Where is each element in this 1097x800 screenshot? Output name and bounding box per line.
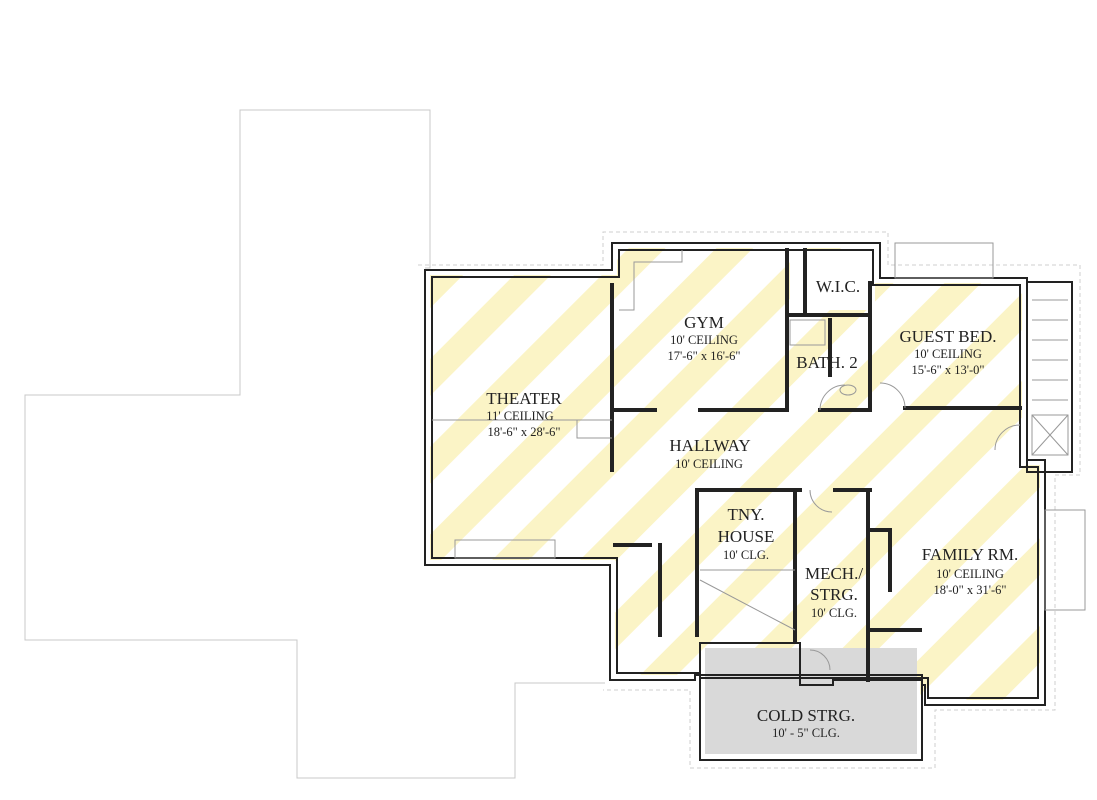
room-size: 18'-0" x 31'-6" [933, 583, 1006, 597]
room-guest-bed: GUEST BED. 10' CEILING 15'-6" x 13'-0" [900, 327, 997, 377]
exterior-wall-outer [424, 242, 1046, 706]
window-bay-right [1044, 509, 1086, 611]
interior-walls [610, 248, 1022, 682]
cold-storage-wall [699, 642, 923, 761]
room-cold-storage: COLD STRG. 10' - 5" CLG. [757, 706, 855, 740]
room-wic-name: W.I.C. [816, 277, 860, 296]
room-gym: GYM 10' CEILING 17'-6" x 16'-6" [667, 313, 740, 363]
ghost-outline [24, 109, 605, 779]
room-name: FAMILY RM. [922, 545, 1019, 564]
room-name: THEATER [486, 389, 562, 408]
room-ceiling: 10' CEILING [675, 457, 743, 471]
room-size: 17'-6" x 16'-6" [667, 349, 740, 363]
cold-storage-fill [705, 648, 917, 754]
room-stripe-fill [430, 248, 1040, 700]
room-name-2: STRG. [810, 585, 858, 604]
room-family: FAMILY RM. 10' CEILING 18'-0" x 31'-6" [922, 545, 1019, 597]
room-ceiling: 10' CEILING [914, 347, 982, 361]
room-hallway: HALLWAY 10' CEILING [669, 436, 750, 471]
room-bath2-name: BATH. 2 [796, 353, 857, 372]
room-size: 18'-6" x 28'-6" [487, 425, 560, 439]
room-ceiling: 10' CEILING [936, 567, 1004, 581]
room-name: HALLWAY [669, 436, 750, 455]
room-name-1: MECH./ [805, 564, 863, 583]
room-ceiling: 11' CEILING [486, 409, 553, 423]
room-ceiling: 10' CLG. [811, 606, 857, 620]
room-ceiling: 10' CLG. [723, 548, 769, 562]
room-mech: MECH./ STRG. 10' CLG. [805, 564, 863, 620]
room-size: 15'-6" x 13'-0" [911, 363, 984, 377]
room-ceiling: 10' - 5" CLG. [772, 726, 840, 740]
room-name: GUEST BED. [900, 327, 997, 346]
stair-block [1026, 281, 1073, 473]
room-name: COLD STRG. [757, 706, 855, 725]
room-name: GYM [684, 313, 724, 332]
stair-treads [1031, 299, 1069, 456]
fixtures [432, 250, 1021, 671]
room-ceiling: 10' CEILING [670, 333, 738, 347]
room-name-2: HOUSE [718, 527, 775, 546]
room-theater: THEATER 11' CEILING 18'-6" x 28'-6" [486, 389, 562, 439]
room-name-1: TNY. [728, 505, 765, 524]
room-tny-house: TNY. HOUSE 10' CLG. [718, 505, 775, 562]
window-bay-top [894, 242, 994, 279]
